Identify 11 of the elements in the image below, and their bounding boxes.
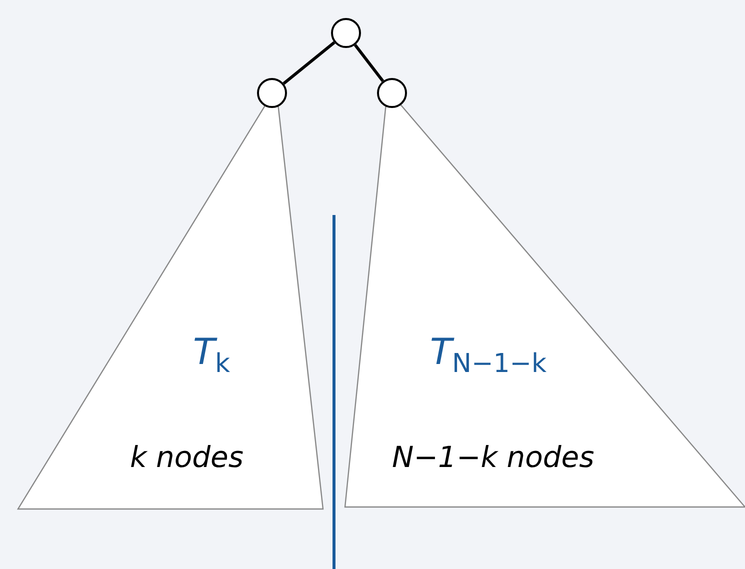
node-count-label: N−1−k nodes [392,440,594,474]
subtree-label: T$_{k}$ [193,332,230,379]
subtree-label: T$_{N−1−k}$ [430,332,547,379]
tree-edge [282,41,336,85]
circle-node [331,18,361,48]
node-count-label: k nodes [130,440,244,474]
subtree-triangle [18,104,323,509]
circle-node [257,78,287,108]
subtree-triangle [345,104,745,507]
tree-edge [354,44,384,82]
circle-node [377,78,407,108]
